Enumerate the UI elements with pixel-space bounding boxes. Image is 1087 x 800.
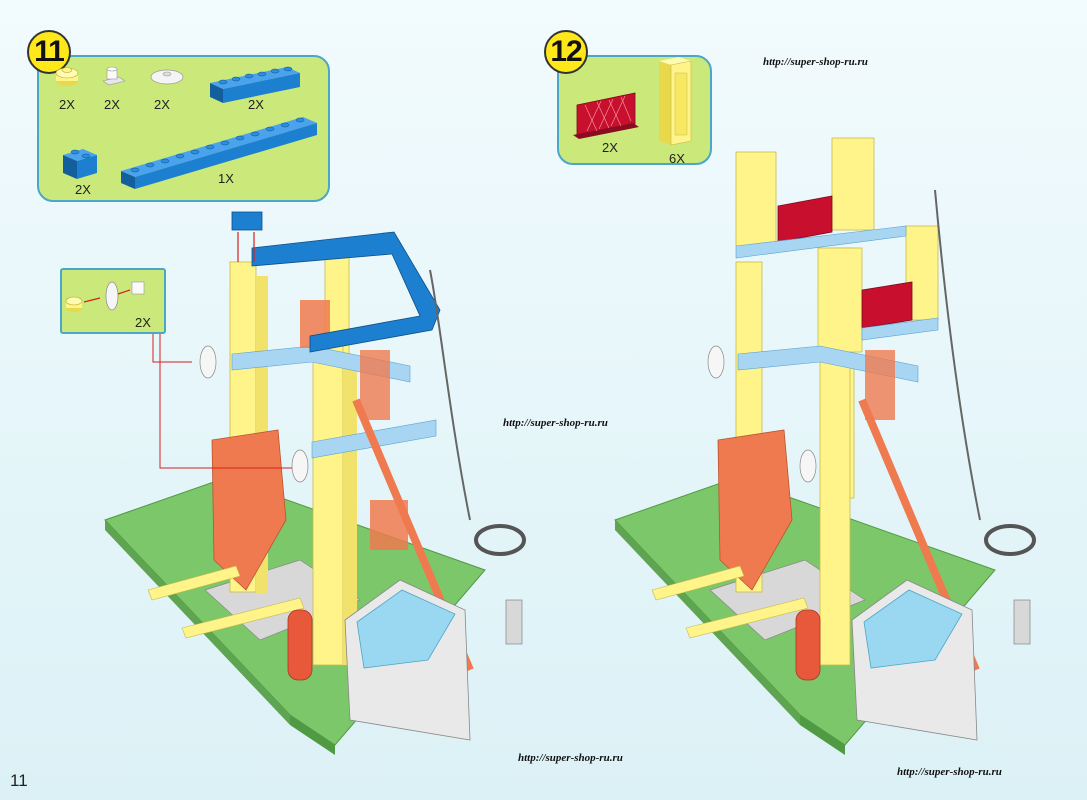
part-qty: 1X bbox=[218, 171, 234, 186]
part-qty: 2X bbox=[154, 97, 170, 112]
step-11-badge: 11 bbox=[27, 30, 71, 74]
subassembly-art bbox=[65, 281, 145, 312]
step-11-model bbox=[104, 211, 526, 755]
part-qty: 2X bbox=[59, 97, 75, 112]
step-12-model bbox=[614, 137, 1036, 755]
callout-qty: 2X bbox=[135, 315, 151, 330]
brick-1x2x5-yellow-icon bbox=[659, 57, 692, 146]
part-qty: 2X bbox=[248, 97, 264, 112]
watermark-url: http://super-shop-ru.ru bbox=[503, 417, 608, 429]
brick-corner-blue-icon bbox=[63, 149, 97, 179]
part-qty: 2X bbox=[104, 97, 120, 112]
watermark-url: http://super-shop-ru.ru bbox=[763, 56, 868, 68]
brick-1x12-blue-icon bbox=[121, 117, 317, 189]
watermark-url: http://super-shop-ru.ru bbox=[518, 752, 623, 764]
satellite-dish-icon bbox=[150, 69, 184, 85]
brick-1x6-blue-icon bbox=[210, 66, 300, 103]
plate-clip-white-icon bbox=[102, 66, 126, 86]
part-qty: 6X bbox=[669, 151, 685, 166]
watermark-url: http://super-shop-ru.ru bbox=[897, 766, 1002, 778]
step-11-parts-art bbox=[55, 66, 317, 189]
round-plate-yellow-icon bbox=[55, 67, 79, 86]
part-qty: 2X bbox=[602, 140, 618, 155]
lattice-fence-red-icon bbox=[573, 92, 639, 139]
page-number: 11 bbox=[10, 771, 28, 790]
step-12-parts-art bbox=[573, 57, 692, 146]
part-qty: 2X bbox=[75, 182, 91, 197]
step-12-badge: 12 bbox=[544, 30, 588, 74]
